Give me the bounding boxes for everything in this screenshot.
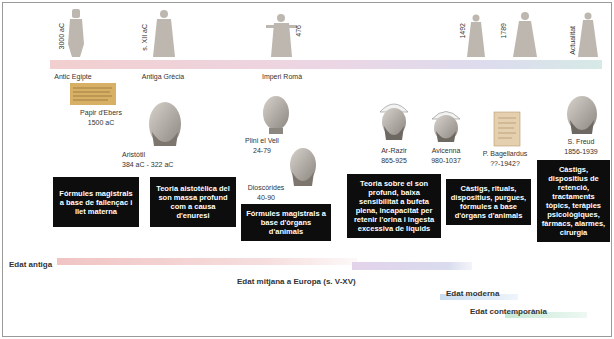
caption-label: ??-1942? xyxy=(490,159,520,168)
portrait-aristotil xyxy=(149,102,181,146)
year-label: Actualitat xyxy=(569,26,577,55)
caption-label: Dioscòrides xyxy=(248,183,285,192)
box-text: Càstigs, rituals, dispositius, purgues, … xyxy=(450,184,527,220)
papyrus-lines xyxy=(73,88,112,100)
era-label: Edat moderna xyxy=(446,289,499,299)
portrait-dioscorides xyxy=(290,148,316,186)
caption-label: Imperi Romà xyxy=(262,72,302,81)
portrait-plini xyxy=(263,96,289,134)
caption-label: P. Bagellardus xyxy=(483,149,528,158)
caption-label: 1856-1939 xyxy=(564,147,597,156)
medieval-figure xyxy=(467,15,485,58)
era-bar: Edat contemporània xyxy=(505,312,587,318)
caption-label: 865-925 xyxy=(381,156,407,165)
caption-label: Ar-Razir xyxy=(381,146,407,155)
present-figure xyxy=(578,13,598,58)
portrait-avicenna xyxy=(432,112,460,143)
papyrus-image xyxy=(70,83,116,105)
modern-figure xyxy=(513,12,537,57)
era-label: Edat mitjana a Europa (s. V-XV) xyxy=(237,277,356,287)
caption-label: 24-79 xyxy=(253,146,271,155)
caption-label: Aristòtil xyxy=(122,150,145,159)
year-label: 3000 aC xyxy=(58,23,66,49)
treatment-box: Càstigs, rituals, dispositius, purgues, … xyxy=(446,179,531,225)
treatment-box: Càstigs, dispositius de retenció, tracta… xyxy=(537,160,610,242)
treatment-box: Fórmules magistrals a base de fallençac … xyxy=(53,177,139,227)
caption-label: Avicenna xyxy=(432,146,461,155)
egypt-figure xyxy=(68,9,84,57)
era-label: Edat antiga xyxy=(9,260,52,270)
timeline-band xyxy=(50,60,602,69)
caption-label: Antiga Grècia xyxy=(142,72,184,81)
statue-figures xyxy=(68,9,598,57)
treatment-box: Fórmules magistrals a base d'òrgans d'an… xyxy=(241,204,331,241)
treatment-box: Teoria sobre el son profund, baixa sensi… xyxy=(347,174,441,238)
roman-figure xyxy=(266,14,297,57)
caption-label: Plini el Vell xyxy=(245,136,279,145)
caption-label: 980-1037 xyxy=(431,156,461,165)
caption-label: Papir d'Ebers xyxy=(80,108,122,117)
box-text: Càstigs, dispositius de retenció, tracta… xyxy=(541,165,606,237)
caption-label: Antic Egipte xyxy=(54,72,91,81)
year-label: 1492 xyxy=(459,23,467,39)
box-text: Fórmules magistrals a base d'òrgans d'an… xyxy=(245,209,327,236)
year-label: 476 xyxy=(295,25,303,37)
era-label: Edat contemporània xyxy=(470,307,547,317)
year-label: 1789 xyxy=(500,23,508,39)
era-bar: Edat moderna xyxy=(440,294,518,300)
caption-label: S. Freud xyxy=(568,137,595,146)
frame xyxy=(3,3,612,337)
era-bar: Edat mitjana a Europa (s. V-XV) xyxy=(352,262,472,270)
caption-label: 384 aC - 322 aC xyxy=(122,160,173,169)
caption-label: 40-90 xyxy=(257,193,275,202)
box-text: Teoria aistotèlica del son massa profund… xyxy=(154,184,232,220)
box-text: Teoria sobre el son profund, baixa sensi… xyxy=(351,179,437,233)
era-bar: Edat antiga xyxy=(57,258,357,265)
box-text: Fórmules magistrals a base de fallençac … xyxy=(57,189,135,216)
caption-label: 1500 aC xyxy=(88,118,114,127)
greek-figure xyxy=(153,10,175,57)
portrait-freud xyxy=(567,96,597,134)
papyrus xyxy=(70,83,116,105)
bagellardus-book xyxy=(494,112,520,146)
year-label: s. XII aC xyxy=(141,24,149,51)
treatment-box: Teoria aistotèlica del son massa profund… xyxy=(150,177,236,227)
portrait-ar-razir xyxy=(380,104,408,140)
